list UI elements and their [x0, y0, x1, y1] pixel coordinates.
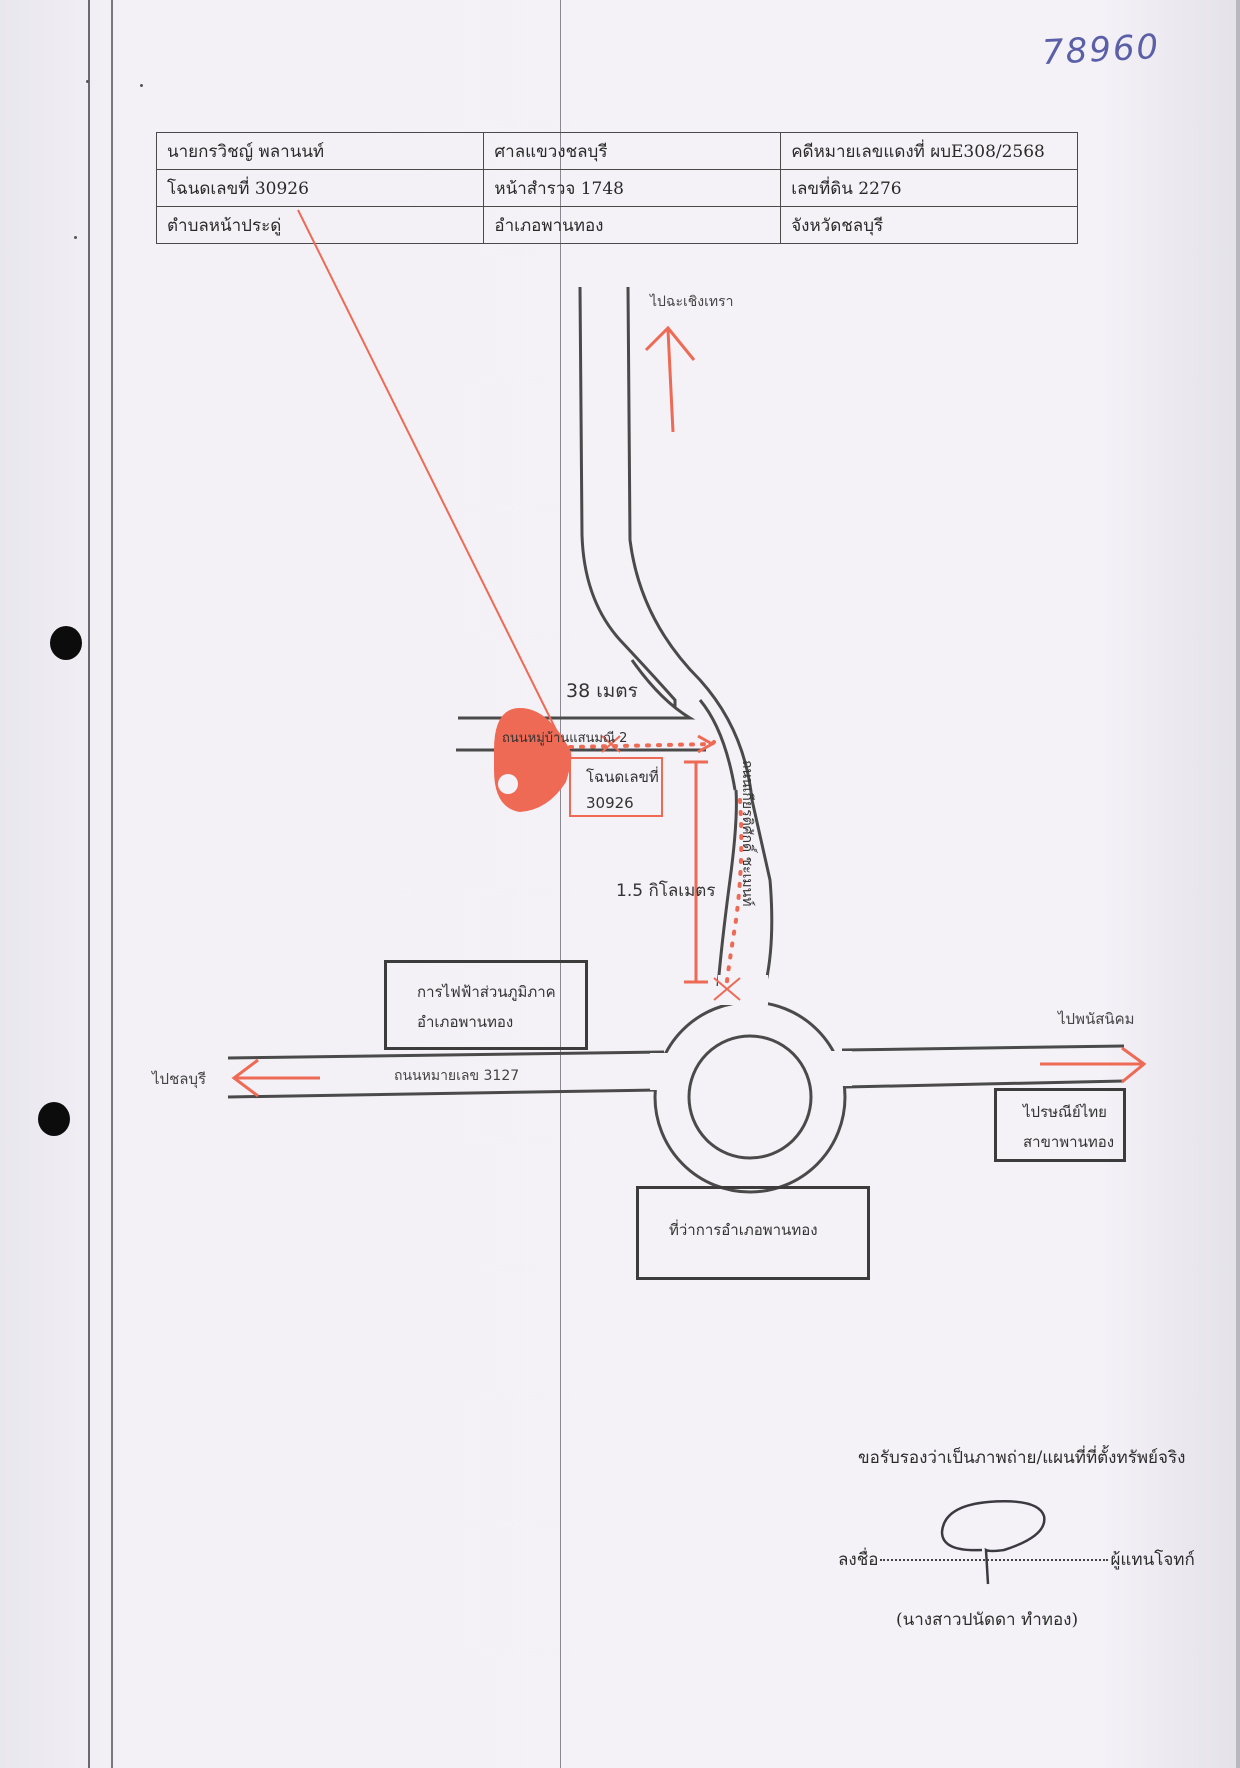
signature-line: ลงชื่อ ผู้แทนโจทก์ — [838, 1546, 1195, 1573]
main-road-right-edge — [626, 286, 774, 983]
landmark-label: สาขาพานทอง — [1023, 1133, 1115, 1151]
roundabout-inner — [687, 1034, 813, 1160]
page-edge — [1236, 0, 1240, 1768]
location-pin-hole — [498, 774, 518, 794]
location-pin-icon — [494, 708, 572, 812]
roundabout-outer — [653, 1000, 847, 1194]
table-row: โฉนดเลขที่ 30926 หน้าสำรวจ 1748 เลขที่ดิ… — [155, 169, 1078, 207]
route-arrow-head — [697, 734, 716, 754]
north-arrow — [666, 329, 675, 433]
landmark-pea-office: การไฟฟ้าส่วนภูมิภาค อำเภอพานทอง — [384, 960, 588, 1050]
label-main-road: ถนนเกียรติศักดิ์ ชะเมนท์ — [739, 760, 758, 906]
highway-east-lower — [845, 1079, 1125, 1089]
fold-line — [560, 0, 561, 1768]
table-row: นายกรวิชญ์ พลานนท์ ศาลแขวงชลบุรี คดีหมาย… — [155, 132, 1078, 170]
label-distance-long: 1.5 กิโลเมตร — [616, 880, 715, 901]
landmark-label: ไปรษณีย์ไทย — [1023, 1103, 1107, 1121]
highway-west-upper — [227, 1050, 665, 1060]
sign-suffix: ผู้แทนโจทก์ — [1110, 1550, 1195, 1570]
district-cell: อำเภอพานทอง — [483, 206, 782, 244]
label-deed-line1: โฉนดเลขที่ — [586, 766, 659, 786]
landmark-label: ที่ว่าการอำเภอพานทอง — [669, 1221, 818, 1239]
signer-name: (นางสาวปนัดดา ทำทอง) — [896, 1610, 1079, 1630]
route-dotted-vertical — [724, 798, 744, 992]
table-row: ตำบลหน้าประดู่ อำเภอพานทอง จังหวัดชลบุรี — [155, 206, 1078, 244]
subdistrict-cell: ตำบลหน้าประดู่ — [155, 206, 485, 244]
court-cell: ศาลแขวงชลบุรี — [483, 132, 782, 170]
scan-speck — [86, 80, 89, 83]
side-road-upper-edge — [458, 659, 696, 720]
north-arrow-head — [644, 325, 696, 361]
highway-west-lower — [227, 1088, 657, 1099]
property-info-table: นายกรวิชญ์ พลานนท์ ศาลแขวงชลบุรี คดีหมาย… — [155, 132, 1078, 244]
landmark-label: การไฟฟ้าส่วนภูมิภาค — [417, 983, 556, 1001]
label-distance-short: 38 เมตร — [566, 680, 638, 702]
binding-margin-line — [88, 0, 90, 1768]
roundabout-west-gap — [650, 1053, 670, 1090]
route-cross-mark — [713, 977, 741, 1001]
punch-hole — [50, 626, 82, 660]
plaintiff-cell: นายกรวิชญ์ พลานนท์ — [155, 132, 485, 170]
deed-number-cell: โฉนดเลขที่ 30926 — [155, 169, 485, 207]
binding-margin-line — [111, 0, 113, 1768]
label-to-west: ไปชลบุรี — [151, 1070, 206, 1089]
property-parcel-box — [569, 757, 663, 817]
landmark-label: อำเภอพานทอง — [417, 1013, 514, 1031]
landmark-post-office: ไปรษณีย์ไทย สาขาพานทอง — [994, 1088, 1126, 1162]
label-to-east: ไปพนัสนิคม — [1057, 1010, 1135, 1028]
landmark-district-office: ที่ว่าการอำเภอพานทอง — [636, 1186, 870, 1280]
label-deed-line2: 30926 — [586, 794, 634, 812]
sign-prefix: ลงชื่อ — [838, 1550, 879, 1570]
route-cross-mark — [601, 735, 621, 753]
pointer-line — [297, 209, 567, 751]
case-number-cell: คดีหมายเลขแดงที่ ผบE308/2568 — [780, 132, 1078, 170]
label-to-north: ไปฉะเชิงเทรา — [649, 293, 734, 310]
west-arrow-head — [231, 1058, 259, 1098]
roundabout-east-gap — [830, 1051, 852, 1086]
signature-dots — [880, 1559, 1109, 1561]
label-side-road: ถนนหมู่บ้านแสนมณี 2 — [502, 730, 627, 746]
highway-east-upper — [841, 1044, 1125, 1052]
survey-page-cell: หน้าสำรวจ 1748 — [483, 169, 782, 207]
handwritten-signature — [940, 1500, 1046, 1585]
scan-speck — [140, 84, 143, 87]
punch-hole — [38, 1102, 70, 1136]
east-arrow-head — [1121, 1046, 1147, 1084]
label-highway: ถนนหมายเลข 3127 — [394, 1068, 519, 1084]
main-road-left-middle — [698, 699, 737, 791]
certification-text: ขอรับรองว่าเป็นภาพถ่าย/แผนที่ที่ตั้งทรัพ… — [858, 1448, 1186, 1468]
main-road-left-edge — [578, 286, 677, 708]
main-road-left-edge-lower — [716, 789, 738, 987]
province-cell: จังหวัดชลบุรี — [780, 206, 1078, 244]
scan-speck — [74, 236, 77, 239]
